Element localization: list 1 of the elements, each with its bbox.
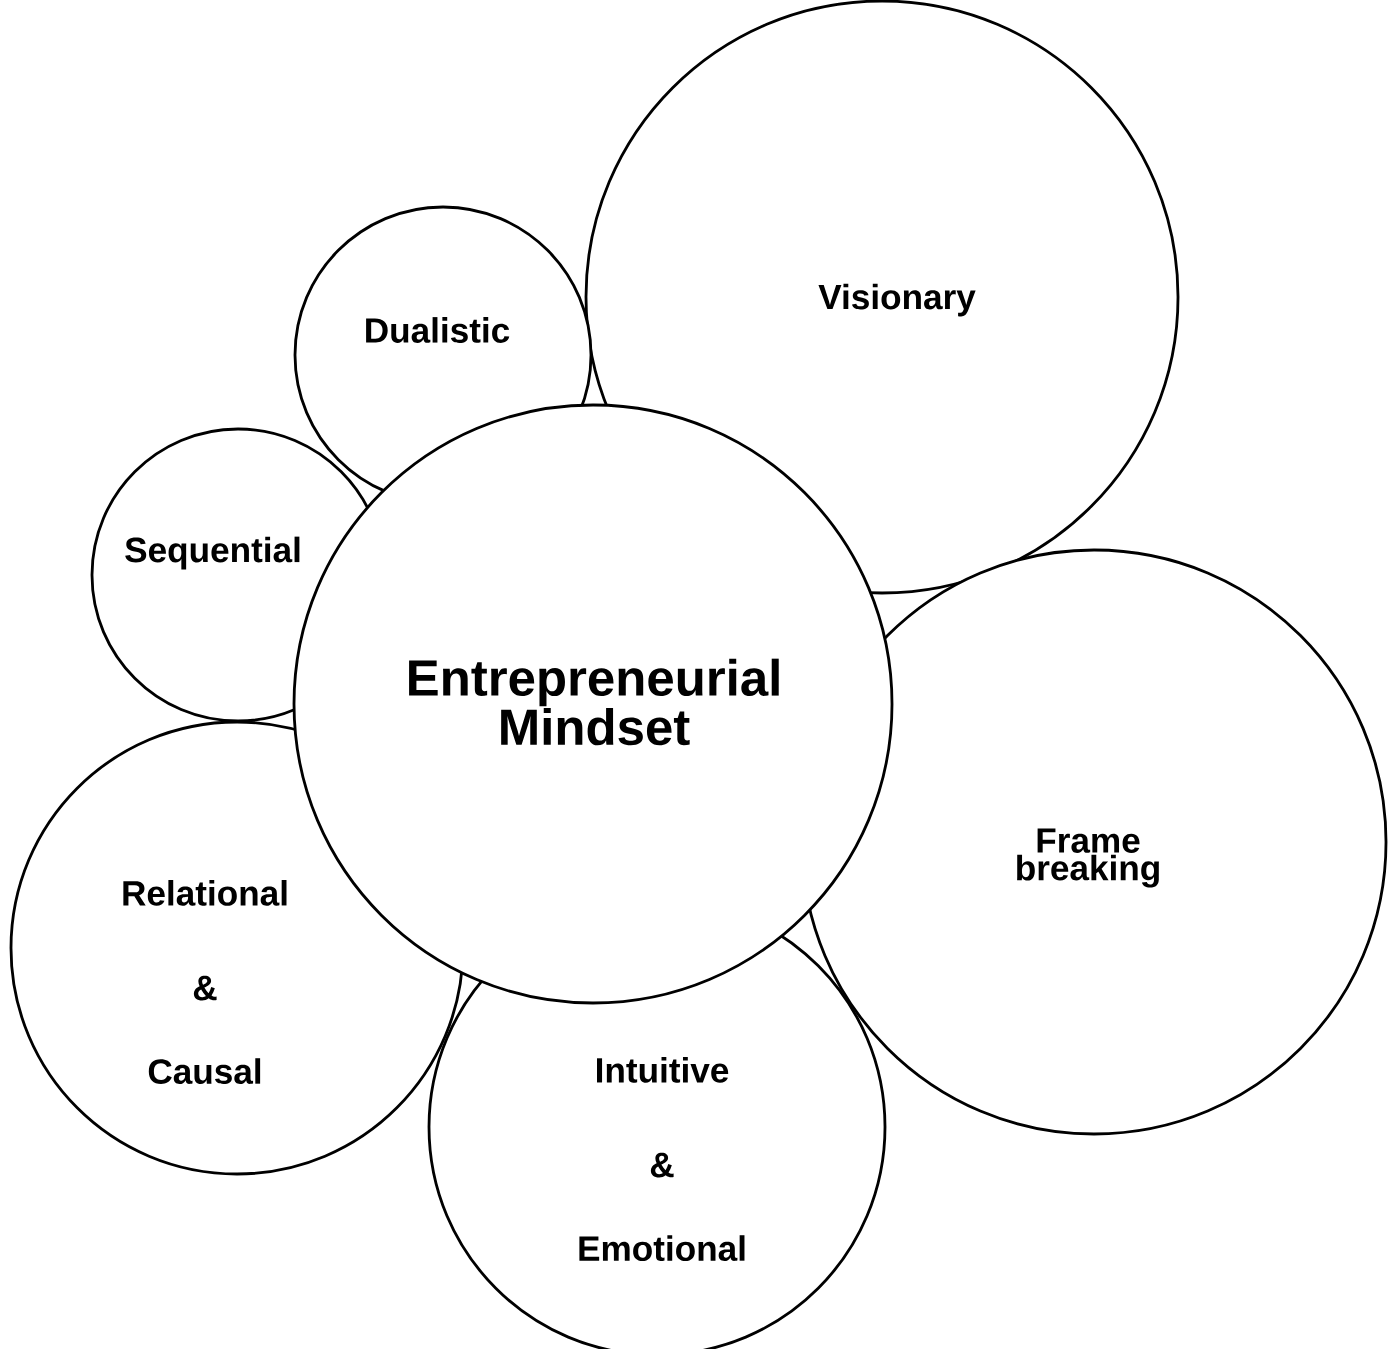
node-label: Frame breaking	[1017, 828, 1159, 888]
